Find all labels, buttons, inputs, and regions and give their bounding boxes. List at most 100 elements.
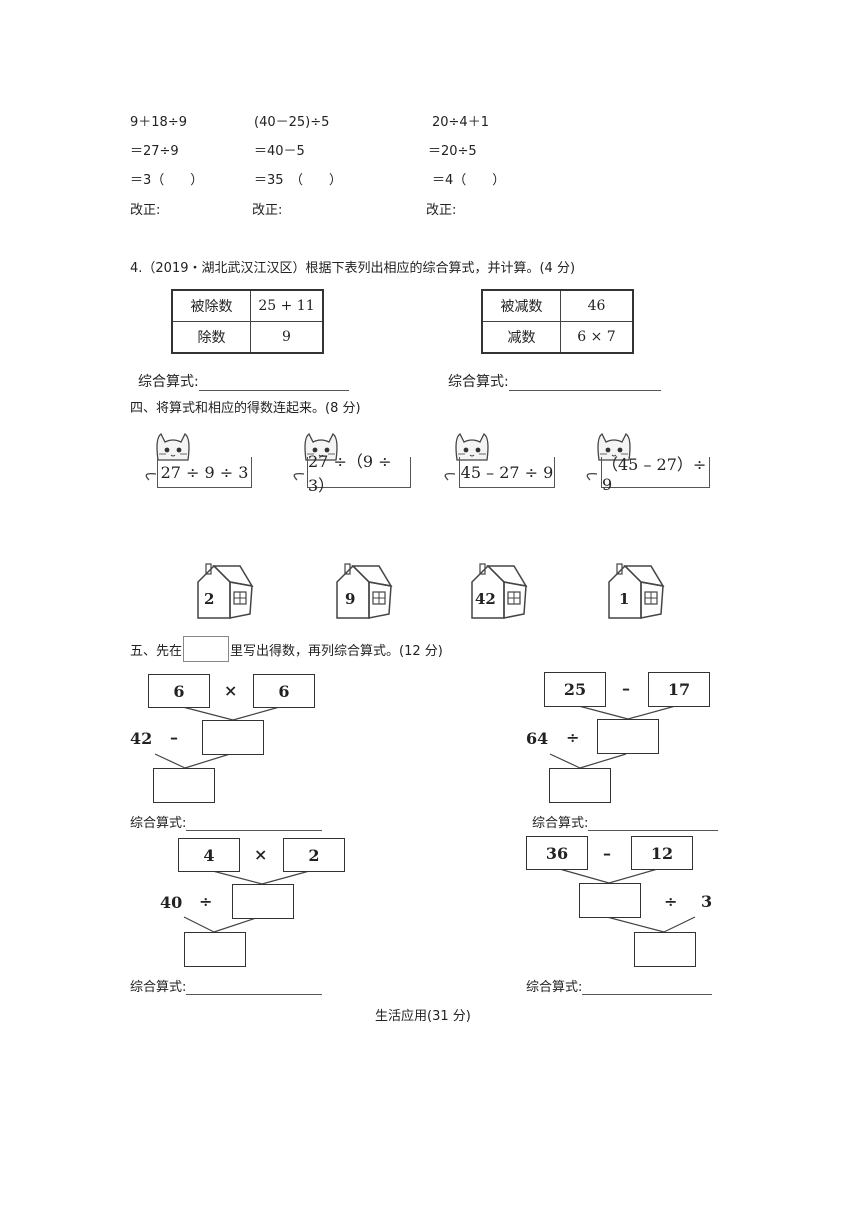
answer-blank[interactable]	[508, 376, 661, 391]
formula-label: 综合算式:	[130, 980, 187, 995]
house-number: 1	[619, 590, 630, 608]
house-icon	[608, 563, 665, 619]
house-number: 2	[204, 590, 215, 608]
tree2-formula: 综合算式:	[532, 812, 719, 831]
tree2-num-c: 64	[526, 729, 549, 748]
house-number: 42	[475, 590, 496, 608]
tree4-answer-box-2[interactable]	[634, 932, 696, 967]
house-number: 9	[345, 590, 356, 608]
corr-col2-line1: (40－25)÷5	[254, 115, 330, 130]
formula-label: 综合算式:	[448, 374, 509, 390]
tree3-answer-box-2[interactable]	[184, 932, 246, 967]
card-text: 45 – 27 ÷ 9	[460, 462, 554, 482]
tree2-op1: –	[622, 679, 630, 698]
q4-table-2: 被减数 46 减数 6 × 7	[481, 289, 634, 354]
table1-value-divisor: 9	[250, 321, 324, 354]
number: 12	[650, 843, 674, 863]
card-text: 27 ÷ 9 ÷ 3	[160, 462, 249, 482]
answer-blank[interactable]	[186, 816, 323, 831]
tree4-op2: ÷	[664, 892, 678, 911]
corr-col1-fix: 改正:	[130, 203, 161, 218]
tree3-num-c: 40	[160, 893, 183, 912]
expression-card-3[interactable]: 45 – 27 ÷ 9	[459, 457, 555, 488]
formula-label: 综合算式:	[138, 374, 199, 390]
table1-label-dividend: 被除数	[171, 289, 251, 322]
cat-icon	[293, 433, 338, 481]
corr-col3-line1: 20÷4＋1	[432, 115, 489, 130]
tree1-formula: 综合算式:	[130, 812, 323, 831]
house-icon	[197, 563, 254, 619]
number: 4	[203, 845, 215, 865]
number: 36	[545, 843, 569, 863]
answer-blank[interactable]	[198, 376, 349, 391]
q4-table-1: 被除数 25 + 11 除数 9	[171, 289, 324, 354]
house-1[interactable]: 2	[192, 562, 256, 624]
tree2-box-a: 25	[544, 672, 606, 707]
number: 6	[278, 681, 290, 701]
corr-col2-fix: 改正:	[252, 203, 283, 218]
section5-title-part2: 里写出得数，再列综合算式。(12 分)	[230, 644, 443, 659]
cat-icon	[145, 433, 190, 481]
expression-card-1[interactable]: 27 ÷ 9 ÷ 3	[157, 457, 252, 488]
house-4[interactable]: 1	[603, 562, 667, 624]
corr-col1-line3: ＝3（ ）	[130, 173, 204, 188]
corr-col1-line1: 9＋18÷9	[130, 115, 187, 130]
cat-icon	[586, 433, 631, 481]
corr-col1-line2: ＝27÷9	[130, 144, 179, 159]
q4-formula-1: 综合算式:	[138, 371, 349, 391]
section5-title: 五、先在里写出得数，再列综合算式。(12 分)	[130, 635, 443, 662]
q4-title: 4.（2019・湖北武汉江汉区）根据下表列出相应的综合算式，并计算。(4 分)	[130, 261, 576, 276]
tree3-box-b: 2	[283, 838, 345, 872]
tree2-answer-box-2[interactable]	[549, 768, 611, 803]
example-box	[183, 635, 230, 662]
formula-label: 综合算式:	[130, 816, 187, 831]
tree1-answer-box-1[interactable]	[202, 720, 264, 755]
q4-formula-2: 综合算式:	[448, 371, 661, 391]
section4-title: 四、将算式和相应的得数连起来。(8 分)	[130, 401, 361, 416]
number: 6	[173, 681, 185, 701]
tree2-op2: ÷	[566, 728, 580, 747]
tree4-box-b: 12	[631, 836, 693, 870]
answer-blank[interactable]	[588, 816, 719, 831]
number: 2	[308, 845, 320, 865]
house-2[interactable]: 9	[331, 562, 395, 624]
tree3-formula: 综合算式:	[130, 976, 323, 995]
tree3-box-a: 4	[178, 838, 240, 872]
answer-blank[interactable]	[582, 980, 713, 995]
tree3-op1: ×	[254, 845, 268, 864]
table2-label-subtrahend: 减数	[481, 321, 561, 354]
tree2-answer-box-1[interactable]	[597, 719, 659, 754]
formula-label: 综合算式:	[532, 816, 589, 831]
tree1-box-a: 6	[148, 674, 210, 708]
card-text: 27 ÷（9 ÷ 3）	[308, 452, 392, 495]
corr-col2-line2: ＝40－5	[254, 144, 305, 159]
tree4-formula: 综合算式:	[526, 976, 713, 995]
tree1-answer-box-2[interactable]	[153, 768, 215, 803]
tree3-op2: ÷	[199, 892, 213, 911]
answer-blank[interactable]	[186, 980, 323, 995]
table1-value-dividend: 25 + 11	[250, 289, 324, 322]
tree3-answer-box-1[interactable]	[232, 884, 294, 919]
formula-label: 综合算式:	[526, 980, 583, 995]
house-icon	[471, 563, 528, 619]
table1-label-divisor: 除数	[171, 321, 251, 354]
tree1-op1: ×	[224, 681, 238, 700]
table2-value-subtrahend: 6 × 7	[560, 321, 634, 354]
number: 25	[563, 680, 587, 699]
card-text: （45 – 27）÷ 9	[602, 454, 707, 494]
corr-col2-line3: ＝35 （ ）	[254, 173, 343, 188]
tree1-op2: –	[170, 728, 178, 747]
tree4-box-a: 36	[526, 836, 588, 870]
house-icon	[336, 563, 393, 619]
expression-card-2[interactable]: 27 ÷（9 ÷ 3）	[307, 452, 411, 495]
number: 17	[667, 680, 691, 699]
house-3[interactable]: 42	[466, 562, 530, 624]
corr-col3-fix: 改正:	[426, 203, 457, 218]
tree4-num-c: 3	[701, 892, 713, 911]
expression-card-4[interactable]: （45 – 27）÷ 9	[601, 455, 710, 494]
tree1-num-c: 42	[130, 729, 153, 748]
tree2-box-b: 17	[648, 672, 710, 707]
tree4-answer-box-1[interactable]	[579, 883, 641, 918]
